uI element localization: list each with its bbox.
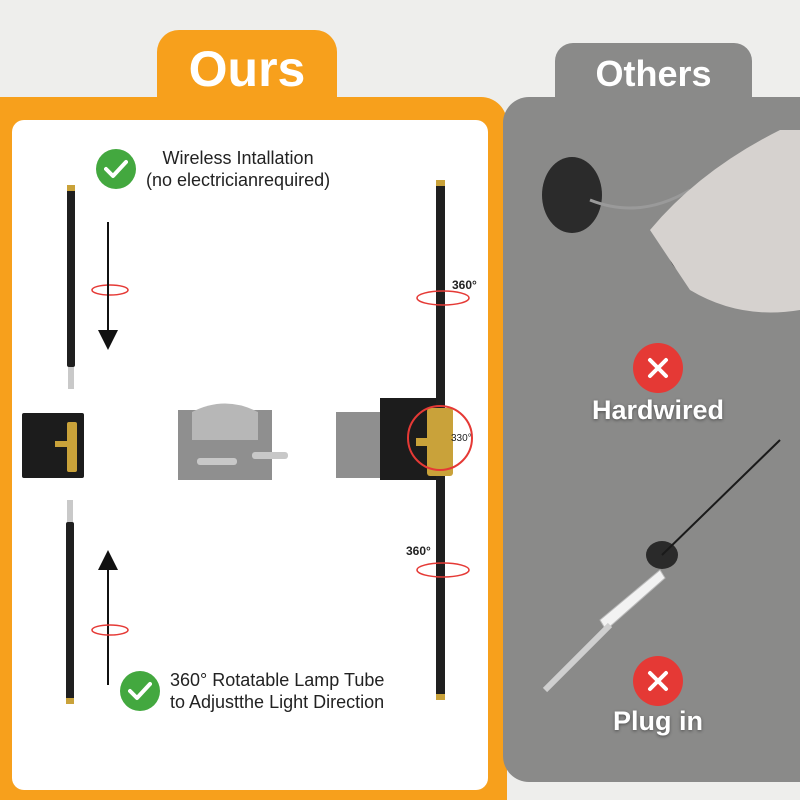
x-circle-icon [633,656,683,706]
upper-lamp-tube [67,185,75,389]
x-circle-icon [633,343,683,393]
feature-wireless-text: Wireless Intallation (no electricianrequ… [146,147,330,191]
feature-rotatable: 360° Rotatable Lamp Tube to Adjustthe Li… [120,669,384,713]
feature-rotatable-line2: to Adjustthe Light Direction [170,692,385,712]
feature-wireless-line1: Wireless Intallation [162,148,314,168]
rotate-arrow-icon [407,290,473,578]
assembled-lamp [336,180,453,700]
hardwired-photo: Hardwired [516,123,800,441]
rotation-label-top: 360° [452,278,477,292]
hardwired-label: Hardwired [591,395,725,425]
hardwired-photo-scene [542,130,800,313]
check-circle-icon [120,671,160,711]
check-circle-icon [96,149,136,189]
rotate-arrow-icon [91,284,129,296]
rotate-arrow-icon [91,624,129,636]
plug-in-photo: Plug in [516,444,800,774]
wall-plate [22,413,84,478]
feature-wireless: Wireless Intallation (no electricianrequ… [96,147,330,191]
feature-wireless-line2: (no electricianrequired) [146,170,331,190]
others-tab: Others [555,43,752,105]
mounting-bracket [178,403,288,480]
plug-in-label: Plug in [613,706,703,736]
others-tab-label: Others [595,53,712,94]
feature-rotatable-line1: 360° Rotatable Lamp Tube [170,670,385,690]
ours-tab-label: Ours [188,41,306,97]
ours-tab: Ours [157,30,337,108]
rotation-label-bottom: 360° [406,544,431,558]
plug-in-photo-scene [542,439,781,693]
feature-rotatable-text: 360° Rotatable Lamp Tube to Adjustthe Li… [170,669,384,713]
rotation-label-middle: 330° [451,433,472,444]
lower-lamp-tube [66,500,74,704]
